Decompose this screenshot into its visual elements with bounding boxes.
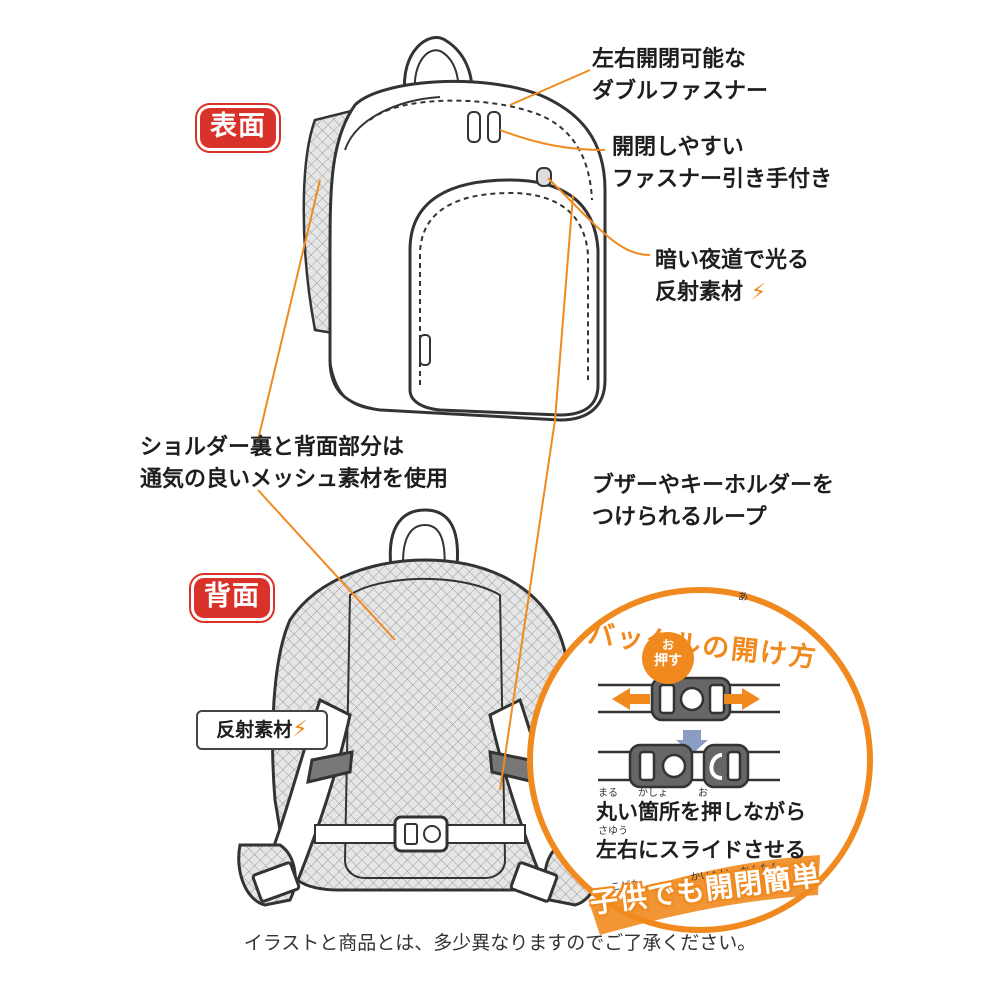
buckle-instruction-2: 左右にスライドさせる (596, 838, 806, 862)
front-backpack (302, 36, 607, 422)
leader-lines (257, 69, 651, 791)
callout-line: ファスナー引き手付き (612, 167, 833, 192)
back-badge: 背面 (194, 578, 270, 618)
callout-double-zipper: 左右開閉可能な ダブルファスナー (592, 44, 768, 108)
instr1-ruby: まる かしょ お (598, 788, 708, 799)
callout-line: ブザーやキーホルダーを (592, 473, 835, 498)
callout-line: 暗い夜道で光る (655, 248, 810, 273)
lightning-bolt-icon: ⚡ (292, 717, 308, 742)
reflector-back-label: 反射素材⚡ (196, 710, 328, 750)
buckle-illustration (527, 587, 873, 935)
callout-line: 通気の良いメッシュ素材を使用 (140, 467, 449, 492)
callout-line: ショルダー裏と背面部分は (140, 435, 405, 460)
push-text: 押す (654, 653, 682, 669)
callout-line: つけられるループ (592, 505, 767, 530)
callout-reflector-front: 暗い夜道で光る 反射素材 ⚡ (655, 245, 809, 309)
buckle-instruction-1: 丸い箇所を押しながら (596, 800, 806, 824)
buckle-title-ruby: あ (738, 592, 748, 603)
callout-zipper-pull: 開閉しやすい ファスナー引き手付き (612, 132, 832, 196)
callout-line: 左右開閉可能な (592, 47, 747, 72)
disclaimer-footer: イラストと商品とは、多少異なりますのでご了承ください。 (243, 932, 757, 954)
lightning-bolt-icon: ⚡ (750, 280, 767, 305)
callout-loop: ブザーやキーホルダーを つけられるループ (592, 470, 834, 534)
instr2-ruby: さゆう (598, 826, 628, 837)
push-ruby: お (661, 638, 674, 652)
callout-text: 反射素材 (655, 280, 744, 305)
push-badge: お 押す (642, 632, 694, 684)
callout-line: 開閉しやすい (612, 135, 744, 160)
front-badge: 表面 (200, 108, 276, 148)
callout-line: ダブルファスナー (592, 79, 769, 104)
callout-line: 反射素材 ⚡ (655, 277, 809, 309)
reflector-back-text: 反射素材 (216, 719, 293, 741)
callout-mesh: ショルダー裏と背面部分は 通気の良いメッシュ素材を使用 (140, 432, 448, 496)
